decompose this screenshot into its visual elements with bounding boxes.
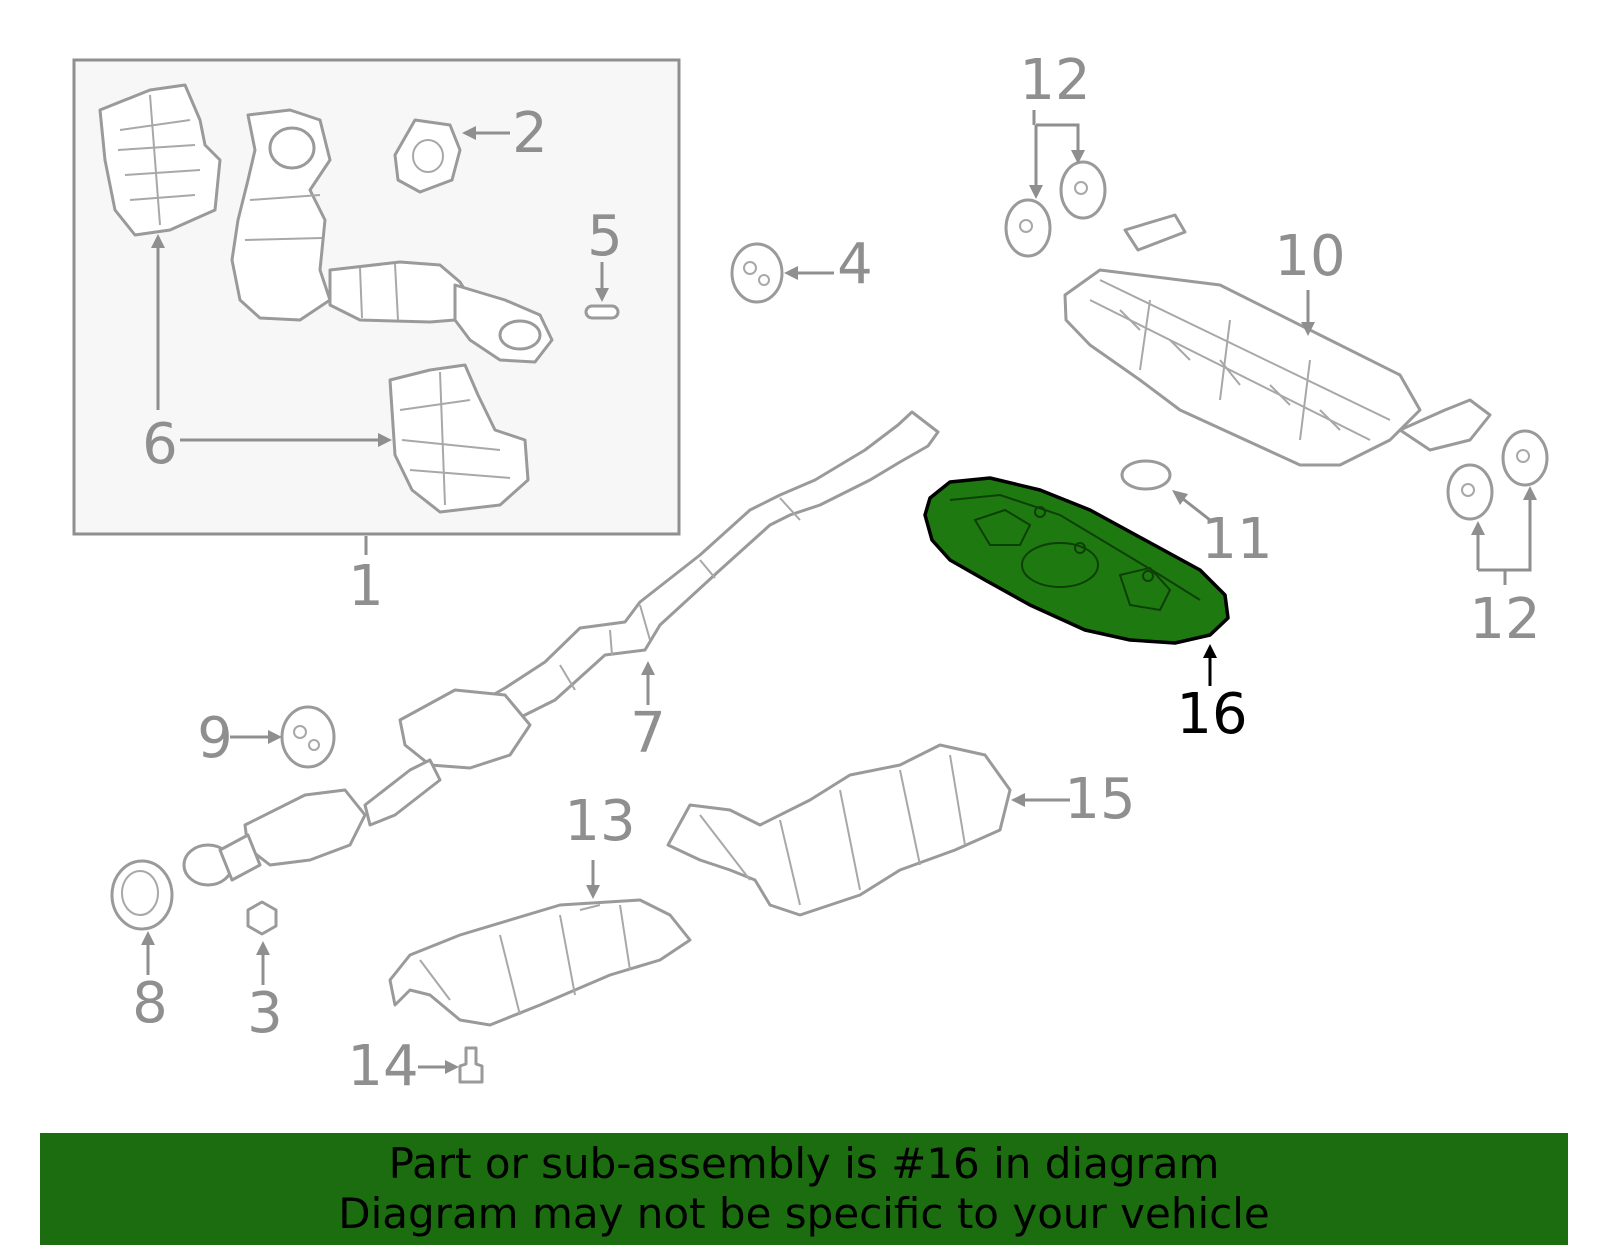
banner-line-2: Diagram may not be specific to your vehi… bbox=[338, 1189, 1270, 1238]
callout-5: 5 bbox=[587, 204, 623, 269]
callout-11: 11 bbox=[1201, 507, 1272, 572]
callout-12-bottom: 12 bbox=[1469, 587, 1540, 652]
part-14-bolt bbox=[458, 1046, 484, 1084]
callout-3: 3 bbox=[247, 981, 283, 1046]
callout-7: 7 bbox=[630, 701, 666, 766]
callout-2: 2 bbox=[512, 101, 548, 166]
part-15-heat-shield bbox=[666, 743, 1012, 917]
callout-10: 10 bbox=[1274, 224, 1345, 289]
part-12-hangers-bottom bbox=[1446, 429, 1549, 521]
manifold-converter bbox=[230, 108, 554, 364]
part-3-nut bbox=[246, 900, 278, 936]
part-6-upper-shield bbox=[98, 83, 222, 237]
part-11-gasket bbox=[1120, 459, 1172, 491]
part-8-gasket bbox=[110, 859, 174, 931]
callout-15: 15 bbox=[1064, 767, 1135, 832]
arrowheads bbox=[141, 126, 1537, 1074]
part-5-clip bbox=[584, 304, 620, 320]
callout-8: 8 bbox=[132, 971, 168, 1036]
callout-1: 1 bbox=[348, 554, 384, 619]
part-6-lower-shield bbox=[388, 363, 530, 514]
part-12-hangers-top bbox=[1004, 160, 1107, 258]
callout-numbers: 1 2 3 4 5 6 7 8 9 10 11 12 12 13 14 15 1… bbox=[132, 48, 1540, 1099]
part-10-muffler bbox=[1063, 213, 1492, 467]
part-16-highlighted-shield bbox=[923, 476, 1230, 645]
callout-16: 16 bbox=[1176, 682, 1247, 747]
part-4-hanger bbox=[730, 242, 784, 304]
callout-14: 14 bbox=[347, 1034, 418, 1099]
callout-6: 6 bbox=[142, 412, 178, 477]
callout-13: 13 bbox=[564, 789, 635, 854]
part-7-pipe bbox=[182, 410, 940, 887]
info-banner: Part or sub-assembly is #16 in diagram D… bbox=[40, 1133, 1568, 1245]
callout-9: 9 bbox=[197, 706, 233, 771]
part-13-heat-shield bbox=[388, 898, 692, 1027]
callout-4: 4 bbox=[837, 232, 873, 297]
part-2-gasket bbox=[393, 118, 462, 194]
callout-12-top: 12 bbox=[1019, 48, 1090, 113]
part-9-hanger bbox=[280, 705, 336, 769]
banner-line-1: Part or sub-assembly is #16 in diagram bbox=[388, 1139, 1220, 1188]
